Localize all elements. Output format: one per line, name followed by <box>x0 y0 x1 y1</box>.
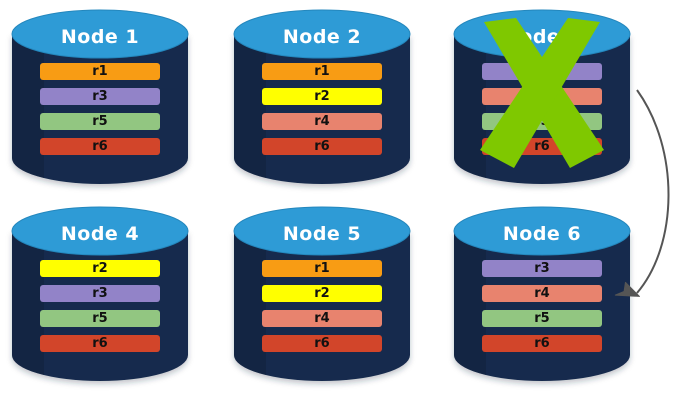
replica-bar-r1[interactable]: r1 <box>262 63 382 80</box>
replica-list: r1 r2 r4 r6 <box>262 260 382 352</box>
replica-bar-r1[interactable]: r1 <box>262 260 382 277</box>
replica-bar-r2[interactable]: r2 <box>262 88 382 105</box>
replica-bar-r5[interactable]: r5 <box>482 310 602 327</box>
replica-bar-r6[interactable]: r6 <box>482 138 602 155</box>
replica-bar-r1[interactable]: r1 <box>40 63 160 80</box>
replica-bar-r6[interactable]: r6 <box>40 335 160 352</box>
replica-bar-r6[interactable]: r6 <box>40 138 160 155</box>
replica-bar-r4[interactable]: r4 <box>482 88 602 105</box>
replica-bar-r3[interactable]: r3 <box>482 260 602 277</box>
replica-bar-r6[interactable]: r6 <box>262 138 382 155</box>
replica-list: r3 r4 r5 r6 <box>482 260 602 352</box>
replica-bar-r5[interactable]: r5 <box>40 113 160 130</box>
replica-bar-r4[interactable]: r4 <box>482 285 602 302</box>
replica-bar-r4[interactable]: r4 <box>262 113 382 130</box>
replica-bar-r4[interactable]: r4 <box>262 310 382 327</box>
replica-bar-r6[interactable]: r6 <box>262 335 382 352</box>
replica-bar-r3[interactable]: r3 <box>482 63 602 80</box>
replica-bar-r3[interactable]: r3 <box>40 285 160 302</box>
replica-list: r1 r3 r5 r6 <box>40 63 160 155</box>
replica-bar-r2[interactable]: r2 <box>40 260 160 277</box>
replica-list: r2 r3 r5 r6 <box>40 260 160 352</box>
replica-bar-r5[interactable]: r5 <box>482 113 602 130</box>
replica-bar-r2[interactable]: r2 <box>262 285 382 302</box>
replica-bar-r6[interactable]: r6 <box>482 335 602 352</box>
replica-bar-r3[interactable]: r3 <box>40 88 160 105</box>
replica-list: r1 r2 r4 r6 <box>262 63 382 155</box>
replica-bar-r5[interactable]: r5 <box>40 310 160 327</box>
replica-list: r3 r4 r5 r6 <box>482 63 602 155</box>
